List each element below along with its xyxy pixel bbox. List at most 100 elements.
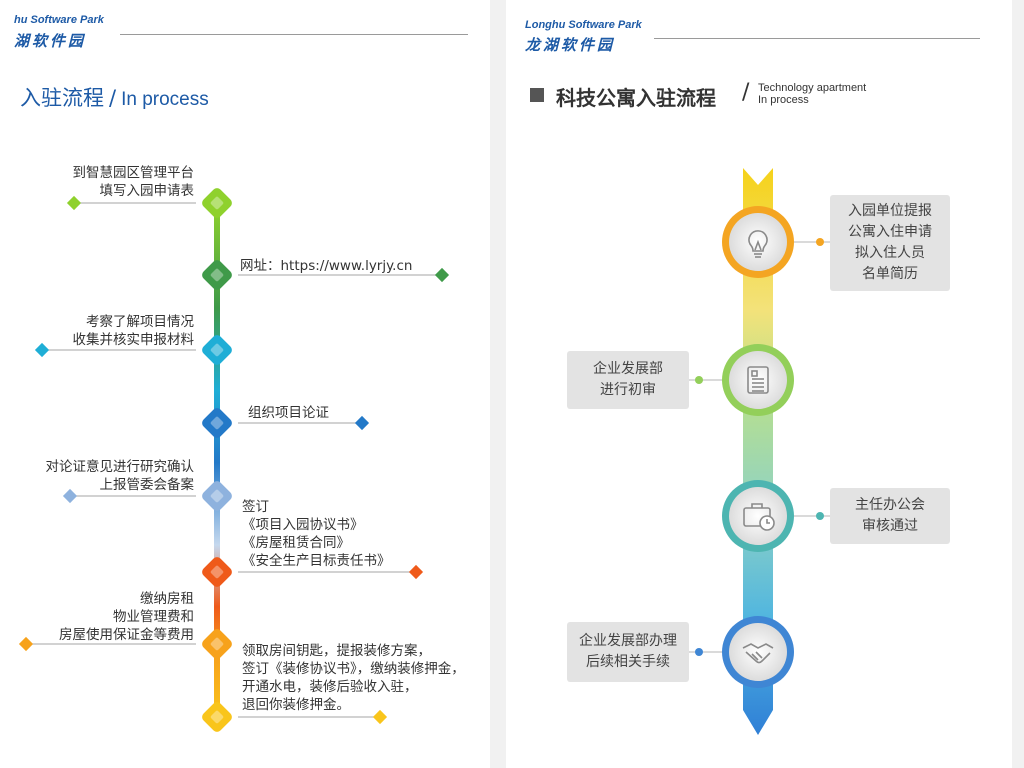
flow-node-1 [722,206,830,278]
leader-dot [34,342,50,358]
step-marker-6 [202,557,424,587]
step-text-line: 房屋使用保证金等费用 [59,627,194,643]
diamond-node [202,629,232,659]
step-marker-5 [62,481,232,511]
node-disc [729,487,787,545]
right-panel: Longhu Software Park 龙湖软件园 科技公寓入驻流程 / Te… [506,0,1012,768]
step-box-line: 审核通过 [862,518,918,534]
step-box-line: 企业发展部 [593,361,663,377]
diamond-node [202,188,232,218]
step-text-line: 网址：https://www.lyrjy.cn [240,258,413,274]
apartment-flow [689,168,830,735]
brand-english: hu Software Park [14,14,104,26]
title-separator: / [742,80,750,105]
step-text-4: 组织项目论证 [248,404,329,422]
title-square-icon [530,88,544,102]
step-text-5: 对论证意见进行研究确认上报管委会备案 [46,458,195,494]
connector-dot [695,648,703,656]
brand-english: Longhu Software Park [525,19,642,31]
diamond-highlight [210,196,224,210]
step-text-6: 签订《项目入园协议书》《房屋租赁合同》《安全生产目标责任书》 [242,498,391,570]
step-box-line: 企业发展部办理 [579,633,677,649]
step-text-1: 到智慧园区管理平台填写入园申请表 [73,164,195,200]
step-box-2: 企业发展部进行初审 [567,351,689,409]
step-text-line: 《项目入园协议书》 [242,517,364,533]
step-text-line: 收集并核实申报材料 [72,332,195,348]
leader-dot [372,709,388,725]
briefcase-clock-icon [743,503,775,531]
leader-dot [434,267,450,283]
timeline-line [214,205,220,720]
step-text-line: 组织项目论证 [248,405,329,421]
page-edge [1012,0,1024,768]
step-box-line: 公寓入住申请 [848,224,932,240]
diamond-highlight [210,489,224,503]
diamond-node [202,702,232,732]
diamond-highlight [210,416,224,430]
node-disc [729,351,787,409]
diamond-node [202,481,232,511]
diamond-node [202,408,232,438]
diamond-highlight [210,565,224,579]
diamond-node [202,260,232,290]
step-text-8: 领取房间钥匙，提报装修方案， 签订《装修协议书》，缴纳装修押金， 开通水电，装修后验… [242,642,465,714]
step-marker-7 [18,629,232,659]
step-text-line: 签订《装修协议书》，缴纳装修押金， [242,661,465,677]
step-text-line: 领取房间钥匙，提报装修方案， [242,643,431,659]
step-text-line: 考察了解项目情况 [86,314,194,330]
brand-chinese: 湖软件园 [14,32,87,50]
brand-chinese: 龙湖软件园 [525,36,616,54]
step-box-line: 主任办公会 [855,497,925,513]
header-rule [120,34,468,35]
page-title: 入驻流程/In process [20,82,209,112]
title-chinese: 入驻流程 [20,86,104,110]
step-marker-8 [202,702,388,732]
leader-dot [408,564,424,580]
step-box-line: 名单简历 [862,266,918,282]
flow-node-2 [689,344,794,416]
diamond-node [202,335,232,365]
step-marker-3 [34,335,232,365]
step-text-line: 缴纳房租 [140,591,194,607]
step-box-3: 主任办公会审核通过 [830,488,950,544]
panel-divider [490,0,506,768]
diamond-highlight [210,268,224,282]
step-marker-4 [202,408,370,438]
step-text-7: 缴纳房租物业管理费和房屋使用保证金等费用 [59,590,194,644]
diamond-highlight [210,637,224,651]
step-text-line: 《房屋租赁合同》 [242,535,350,551]
diamond-node [202,557,232,587]
page-title: 科技公寓入驻流程 [556,86,716,110]
step-text-line: 《安全生产目标责任书》 [242,553,391,569]
step-box-line: 入园单位提报 [848,203,932,219]
title-english-line2: In process [758,94,809,106]
diamond-highlight [210,710,224,724]
title-separator: / [109,86,117,110]
step-box-line: 进行初审 [600,382,656,398]
step-box-4: 企业发展部办理后续相关手续 [567,622,689,682]
connector-dot [816,238,824,246]
step-text-line: 物业管理费和 [113,609,194,625]
flow-node-4 [689,616,794,688]
step-text-line: 开通水电，装修后验收入驻， [242,679,418,695]
lightbulb-icon [748,230,768,258]
step-text-line: 退回你装修押金。 [242,697,350,713]
step-text-line: 上报管委会备案 [99,477,195,493]
process-timeline [18,188,450,732]
step-text-3: 考察了解项目情况收集并核实申报材料 [73,313,195,349]
connector-dot [695,376,703,384]
flow-node-3 [722,480,830,552]
diamond-highlight [210,343,224,357]
step-text-line: 填写入园申请表 [99,183,195,199]
handshake-icon [742,643,774,664]
leader-dot [62,488,78,504]
connector-dot [816,512,824,520]
document-icon [747,366,769,394]
title-english: In process [121,89,209,110]
step-marker-1 [66,188,232,218]
step-marker-2 [202,260,450,290]
step-text-line: 对论证意见进行研究确认 [45,459,195,475]
node-disc [729,623,787,681]
step-box-1: 入园单位提报公寓入住申请拟入住人员名单简历 [830,195,950,291]
left-panel: hu Software Park 湖软件园 入驻流程/In process 到智… [0,0,490,768]
